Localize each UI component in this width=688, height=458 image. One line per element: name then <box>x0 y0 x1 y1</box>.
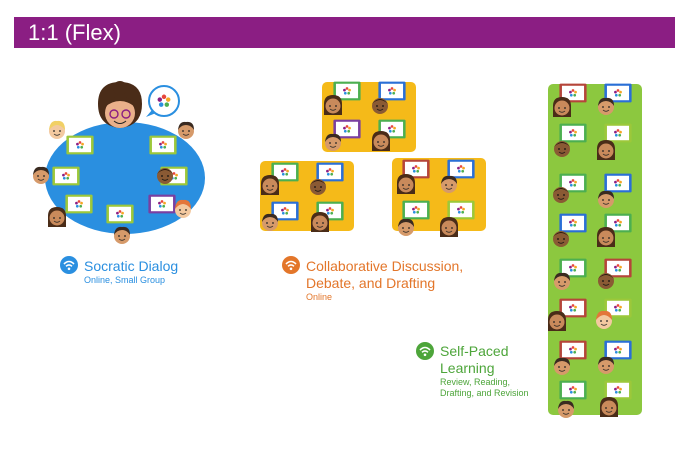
collab-subtitle: Online <box>306 292 333 302</box>
collab-label: Collaborative Discussion, Debate, and Dr… <box>306 258 463 303</box>
selfpaced-subtitle-line2: Drafting, and Revision <box>440 388 529 398</box>
selfpaced-subtitle-line1: Review, Reading, <box>440 377 511 387</box>
socratic-group <box>32 81 205 245</box>
page-title-banner: 1:1 (Flex) <box>14 17 675 48</box>
collab-group-top <box>322 82 416 152</box>
wifi-icon <box>60 256 78 274</box>
wifi-icon <box>282 256 300 274</box>
wifi-icon <box>416 342 434 360</box>
page-title: 1:1 (Flex) <box>28 20 121 45</box>
selfpaced-title-line1: Self-Paced <box>440 343 509 359</box>
collab-title-line2: Debate, and Drafting <box>306 275 436 291</box>
selfpaced-title-line2: Learning <box>440 360 495 376</box>
collab-group-right <box>392 158 486 238</box>
socratic-subtitle: Online, Small Group <box>84 275 166 285</box>
socratic-label: Socratic Dialog Online, Small Group <box>84 258 178 286</box>
collab-title-line1: Collaborative Discussion, <box>306 258 464 274</box>
selfpaced-label: Self-Paced Learning Review, Reading, Dra… <box>440 343 529 399</box>
teacher-figure <box>98 81 142 128</box>
selfpaced-group <box>547 84 642 419</box>
collab-group-left <box>260 161 354 233</box>
socratic-title: Socratic Dialog <box>84 258 179 274</box>
speech-bubble <box>146 85 180 117</box>
